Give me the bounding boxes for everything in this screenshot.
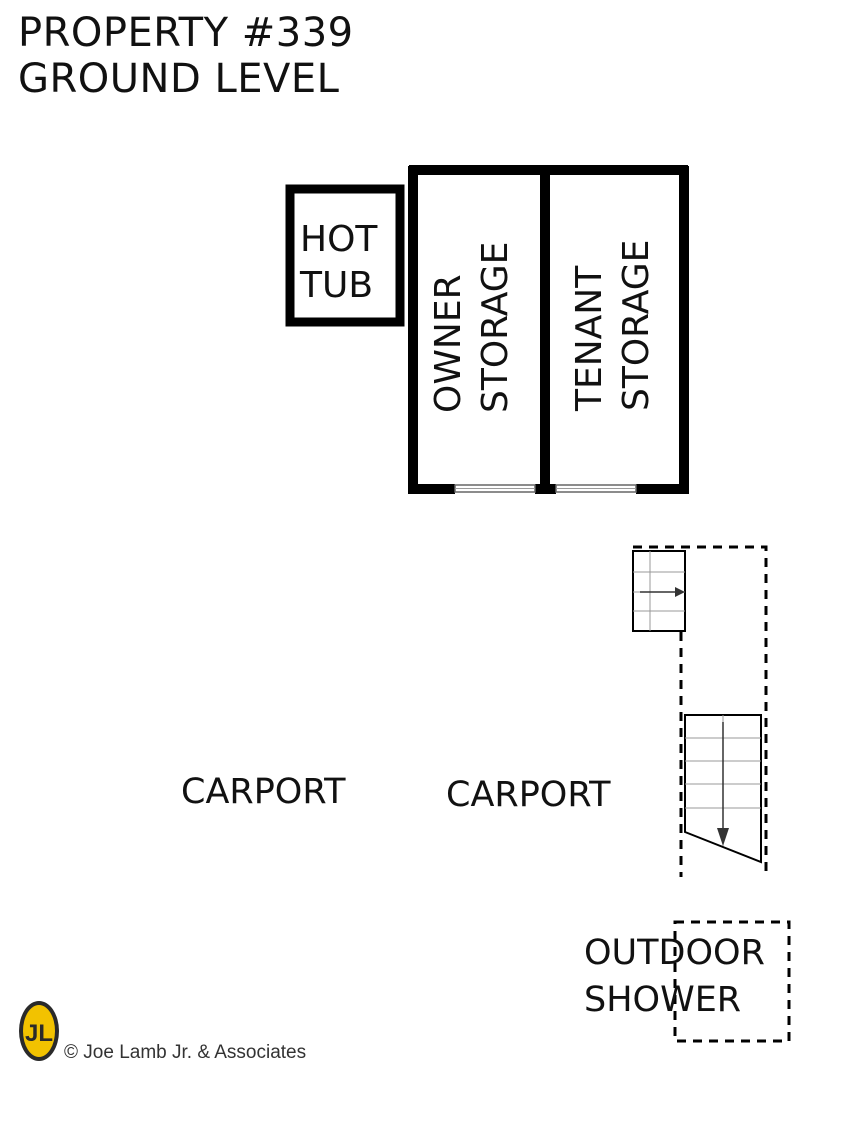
logo-text: JL	[25, 1020, 53, 1047]
deck-dashed-outline	[633, 545, 768, 875]
owner-storage-label-line1: OWNER	[428, 274, 469, 413]
hot-tub-outline	[285, 184, 405, 327]
owner-storage-label-line2: STORAGE	[475, 242, 516, 413]
title-level: GROUND LEVEL	[18, 56, 340, 102]
outdoor-shower-label-line2: SHOWER	[584, 980, 741, 1020]
upper-stair-outline	[632, 550, 686, 632]
lower-stair	[684, 714, 762, 864]
carport-left-label: CARPORT	[181, 772, 346, 812]
hot-tub-label-line1: HOT	[300, 219, 378, 260]
upper-stair-arrow-icon	[675, 587, 685, 597]
upper-stair	[632, 550, 686, 632]
page-title: PROPERTY #339 GROUND LEVEL	[18, 10, 354, 102]
storage-building	[408, 165, 689, 494]
tenant-storage-label-line1: TENANT	[569, 265, 610, 412]
jl-logo-icon: JL	[19, 1001, 59, 1061]
lower-stair-arrow-icon	[717, 828, 729, 846]
copyright-notice: © Joe Lamb Jr. & Associates	[64, 1042, 307, 1063]
title-property: PROPERTY #339	[18, 10, 354, 56]
hot-tub-label-line2: TUB	[299, 265, 373, 306]
outdoor-shower-outline	[673, 920, 791, 1043]
tenant-storage-label-line2: STORAGE	[616, 240, 657, 411]
carport-right-label: CARPORT	[446, 775, 611, 815]
outdoor-shower-label-line1: OUTDOOR	[584, 933, 765, 973]
